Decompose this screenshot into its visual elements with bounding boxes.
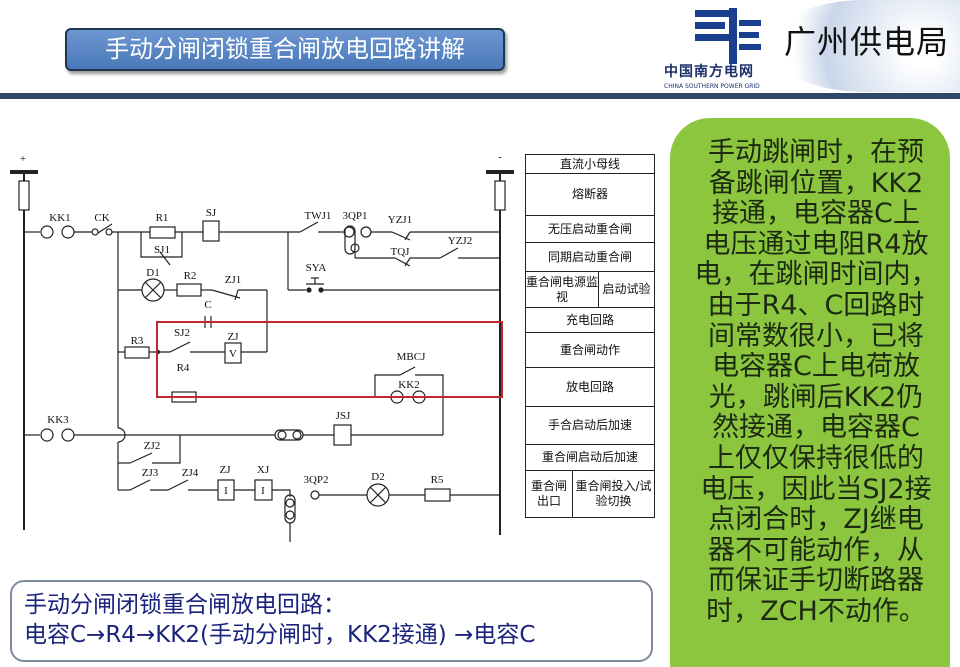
- explanation-line: 电压，因此当SJ2接: [700, 473, 932, 505]
- logo-text-cn: 中国南方电网: [664, 64, 754, 80]
- label-zj1: ZJ1: [225, 274, 242, 286]
- label-d1: D1: [146, 267, 159, 279]
- explanation-line: 器不可能动作，从: [708, 534, 924, 566]
- explanation-line: 电压通过电阻R4放: [703, 228, 929, 260]
- label-zj: ZJ: [228, 331, 240, 343]
- label-minus: -: [498, 151, 502, 163]
- label-d2: D2: [371, 471, 384, 483]
- legend-row: 充电回路: [526, 308, 654, 333]
- highlight-box: [156, 321, 503, 398]
- legend-row-split: 重合闸电源监视 启动试验: [526, 272, 654, 308]
- explanation-box: 手动跳闸时，在预 备跳闸位置，KK2 接通，电容器C上 电压通过电阻R4放 电，…: [670, 118, 950, 667]
- bureau-name: 广州供电局: [784, 23, 950, 61]
- label-3qp1: 3QP1: [342, 210, 367, 222]
- legend-row: 直流小母线: [526, 155, 654, 174]
- label-ck: CK: [94, 212, 109, 224]
- explanation-line: 备跳闸位置，KK2: [708, 167, 924, 199]
- header-decoration: [770, 0, 960, 92]
- explanation-line: 上仅仅保持很低的: [708, 442, 924, 474]
- label-jsj: JSJ: [336, 410, 351, 422]
- label-c: C: [204, 299, 211, 311]
- label-sj1: SJ1: [154, 244, 170, 256]
- page-title: 手动分闸闭锁重合闸放电回路讲解: [65, 28, 505, 71]
- label-kk1: KK1: [49, 212, 70, 224]
- label-tqj: TQJ: [391, 246, 411, 258]
- label-sj: SJ: [206, 207, 217, 219]
- logo-text-en: CHINA SOUTHERN POWER GRID: [664, 83, 760, 90]
- explanation-line: 电，在跳闸时间内，: [694, 259, 938, 291]
- explanation-line: 时，ZCH不动作。: [706, 595, 926, 627]
- explanation-line: 而保证手切断路器: [708, 565, 924, 597]
- label-zj3: ZJ3: [142, 467, 159, 479]
- label-r1: R1: [156, 212, 169, 224]
- summary-line-2: 电容C→R4→KK2(手动分闸时，KK2接通) →电容C: [24, 622, 536, 648]
- label-coil-i: I: [261, 485, 265, 497]
- legend-cell: 重合闸投入/试验切换: [575, 479, 652, 508]
- legend-cell: 重合闸电源监视: [526, 272, 599, 307]
- legend-row: 放电回路: [526, 368, 654, 407]
- circuit-diagram: + - KK1 CK R1 SJ SJ1 TWJ1 3QP1 YZJ1 YZJ2…: [10, 151, 514, 542]
- label-coil-i: I: [224, 485, 228, 497]
- legend-row: 重合闸启动后加速: [526, 445, 654, 471]
- label-xj: XJ: [257, 464, 270, 476]
- label-r5: R5: [431, 474, 444, 486]
- label-yzj1: YZJ1: [388, 214, 412, 226]
- summary-box: 手动分闸闭锁重合闸放电回路： 电容C→R4→KK2(手动分闸时，KK2接通) →…: [10, 580, 653, 662]
- explanation-line: 电容器C上电荷放: [712, 351, 920, 383]
- summary-line-1: 手动分闸闭锁重合闸放电回路：: [24, 592, 346, 618]
- legend-row: 手合启动后加速: [526, 407, 654, 445]
- label-sya: SYA: [306, 262, 327, 274]
- legend-row: 无压启动重合闸: [526, 216, 654, 243]
- label-v: V: [229, 348, 237, 360]
- explanation-line: 接通，电容器C上: [712, 198, 920, 230]
- header-divider: [0, 93, 960, 99]
- label-zj2: ZJ2: [144, 440, 161, 452]
- explanation-line: 间常数很小，已将: [708, 320, 924, 352]
- label-plus: +: [20, 153, 26, 165]
- explanation-line: 然接通，电容器C: [712, 412, 920, 444]
- label-twj1: TWJ1: [305, 210, 332, 222]
- legend-cell: 重合闸出口: [526, 471, 573, 517]
- label-yzj2: YZJ2: [448, 235, 472, 247]
- label-kk3: KK3: [47, 414, 69, 426]
- label-r2: R2: [184, 270, 197, 282]
- label-sj2: SJ2: [174, 327, 190, 339]
- circuit-legend-table: 直流小母线 熔断器 无压启动重合闸 同期启动重合闸 重合闸电源监视 启动试验 充…: [525, 154, 655, 518]
- legend-row: 同期启动重合闸: [526, 243, 654, 272]
- legend-row: 熔断器: [526, 174, 654, 216]
- label-mbcj: MBCJ: [397, 351, 426, 363]
- csg-logo-icon: [695, 8, 761, 64]
- explanation-line: 由于R4、C回路时: [707, 289, 925, 321]
- explanation-line: 点闭合时，ZJ继电: [708, 504, 924, 536]
- label-zj4: ZJ4: [182, 467, 199, 479]
- legend-row: 重合闸动作: [526, 333, 654, 368]
- label-zj-coil: ZJ: [220, 464, 232, 476]
- label-r4: R4: [177, 362, 190, 374]
- label-kk2: KK2: [398, 379, 419, 391]
- legend-cell: 启动试验: [602, 282, 651, 296]
- label-r3: R3: [131, 335, 144, 347]
- explanation-line: 光，跳闸后KK2仍: [708, 381, 924, 413]
- explanation-line: 手动跳闸时，在预: [708, 137, 924, 168]
- legend-row-split: 重合闸出口 重合闸投入/试验切换: [526, 471, 654, 517]
- label-3qp2: 3QP2: [303, 474, 328, 486]
